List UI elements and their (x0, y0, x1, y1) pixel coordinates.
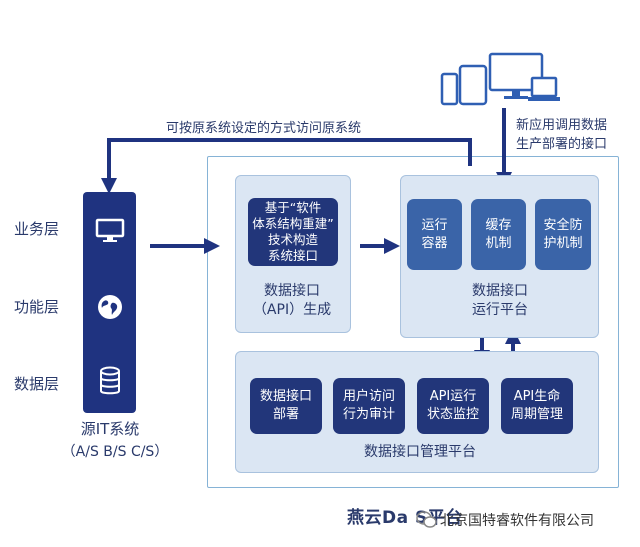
devices-icon (440, 52, 560, 106)
source-system-title: 源IT系统 (80, 420, 140, 438)
company-watermark: 北京国特睿软件有限公司 (440, 513, 594, 529)
api-runtime-caption: 数据接口 运行平台 (472, 283, 528, 318)
source-system-subtitle: （A/S B/S C/S） (61, 444, 169, 460)
wechat-logo-icon (416, 511, 437, 528)
layer-label-data: 数据层 (14, 375, 60, 393)
new-app-label: 新应用调用数据 生产部署的接口 (516, 118, 608, 152)
api-status-monitor-tile: API运行 状态监控 (417, 378, 489, 434)
security-mechanism-tile: 安全防 护机制 (535, 199, 591, 270)
api-management-caption: 数据接口管理平台 (364, 444, 476, 460)
monitor-icon (95, 218, 125, 242)
runtime-container-tile: 运行 容器 (407, 199, 462, 270)
layer-label-function: 功能层 (14, 298, 60, 316)
user-audit-tile: 用户访问 行为审计 (333, 378, 405, 434)
api-generation-caption: 数据接口 （API）生成 (252, 283, 332, 318)
architecture-rebuild-tile: 基于“软件 体系结构重建” 技术构造 系统接口 (248, 198, 338, 266)
layer-label-business: 业务层 (14, 220, 60, 238)
top-route-label: 可按原系统设定的方式访问原系统 (166, 121, 362, 136)
api-deploy-tile: 数据接口 部署 (250, 378, 322, 434)
cache-mechanism-tile: 缓存 机制 (471, 199, 526, 270)
database-icon (100, 366, 120, 395)
globe-icon (98, 295, 122, 319)
api-lifecycle-tile: API生命 周期管理 (501, 378, 573, 434)
